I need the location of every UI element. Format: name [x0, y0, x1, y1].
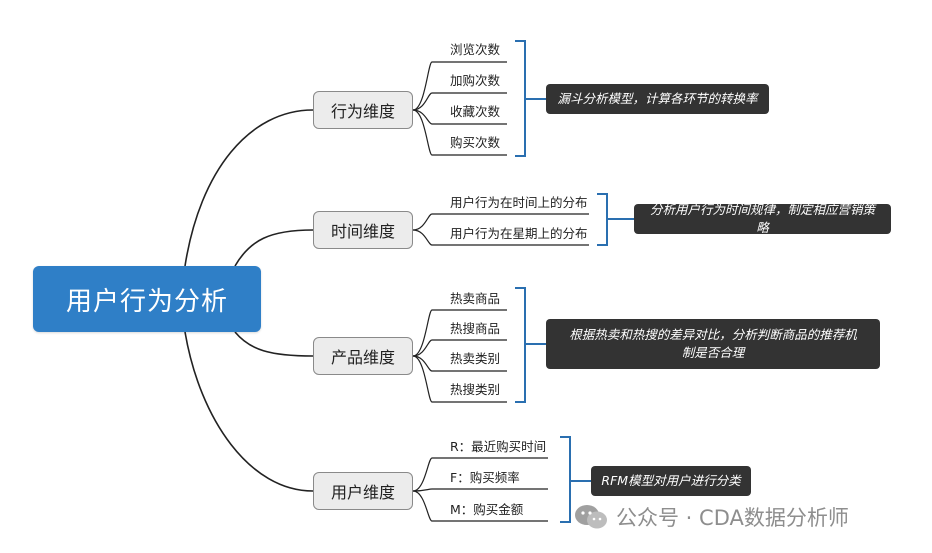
watermark: 公众号 · CDA数据分析师: [574, 502, 849, 532]
note-text: 分析用户行为时间规律，制定相应营销策略: [649, 202, 875, 235]
leaf-item[interactable]: 购买次数: [450, 135, 501, 150]
leaf-item[interactable]: R：最近购买时间: [450, 439, 547, 454]
leaf-connector: [412, 355, 507, 403]
branch-time[interactable]: 时间维度: [313, 211, 413, 249]
branch-label: 时间维度: [330, 222, 395, 241]
leaf-connector: [412, 490, 548, 522]
connector-root-branch: [234, 331, 314, 357]
leaf-connector: [412, 213, 589, 231]
leaf-connector: [412, 339, 507, 357]
leaf-connector: [412, 309, 507, 357]
leaf-connector: [412, 457, 548, 492]
leaf-connector: [412, 109, 507, 125]
leaf-item[interactable]: F：购买频率: [450, 470, 520, 485]
branch-label: 用户维度: [330, 483, 395, 502]
connector-root-branch: [184, 109, 314, 267]
branch-user[interactable]: 用户维度: [313, 472, 413, 510]
leaf-item[interactable]: 热卖类别: [450, 351, 501, 366]
note-user[interactable]: RFM模型对用户进行分类: [591, 466, 751, 496]
leaf-item[interactable]: 浏览次数: [450, 42, 501, 57]
note-behavior[interactable]: 漏斗分析模型，计算各环节的转换率: [546, 84, 769, 114]
root-label: 用户行为分析: [65, 286, 228, 317]
leaf-connector: [412, 229, 589, 246]
bracket: [515, 40, 526, 157]
leaf-item[interactable]: 热搜商品: [450, 321, 501, 336]
leaf-connector: [412, 488, 548, 492]
branch-product[interactable]: 产品维度: [313, 337, 413, 375]
leaf-item[interactable]: 用户行为在时间上的分布: [450, 195, 588, 210]
note-text: 漏斗分析模型，计算各环节的转换率: [557, 91, 758, 106]
note-text: RFM模型对用户进行分类: [601, 473, 741, 488]
wechat-icon: [575, 505, 607, 529]
leaf-item[interactable]: 热搜类别: [450, 382, 501, 397]
leaf-item[interactable]: 热卖商品: [450, 291, 501, 306]
note-text: 根据热卖和热搜的差异对比，分析判断商品的推荐机制是否合理: [569, 327, 857, 360]
branch-label: 产品维度: [330, 348, 395, 367]
leaf-item[interactable]: M：购买金额: [450, 502, 524, 517]
watermark-text: 公众号 · CDA数据分析师: [616, 506, 849, 530]
leaf-connector: [412, 61, 507, 111]
leaf-item[interactable]: 用户行为在星期上的分布: [450, 226, 588, 241]
note-time[interactable]: 分析用户行为时间规律，制定相应营销策略: [634, 202, 891, 235]
note-product[interactable]: 根据热卖和热搜的差异对比，分析判断商品的推荐机制是否合理: [546, 319, 880, 369]
bracket: [597, 193, 608, 246]
leaf-connector: [412, 92, 507, 111]
leaf-connector: [412, 355, 507, 372]
branch-behavior[interactable]: 行为维度: [313, 91, 413, 129]
bracket: [515, 287, 526, 403]
leaf-item[interactable]: 收藏次数: [450, 104, 501, 119]
root-node[interactable]: 用户行为分析: [33, 266, 261, 332]
bracket: [560, 436, 571, 523]
branch-label: 行为维度: [330, 102, 395, 121]
leaf-item[interactable]: 加购次数: [450, 73, 501, 88]
connector-root-branch: [234, 229, 314, 267]
connector-root-branch: [184, 331, 314, 492]
leaf-connector: [412, 109, 507, 156]
